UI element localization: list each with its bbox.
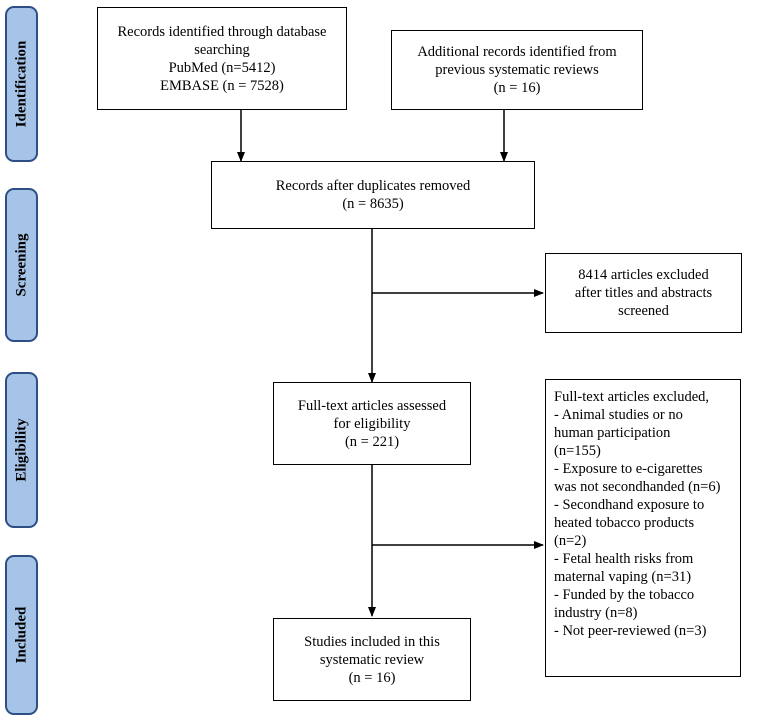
- exclusion-line-12: - Funded by the tobacco: [554, 587, 695, 603]
- exclusion-line-8: heated tobacco products: [554, 515, 695, 531]
- included-studies-line-3: (n = 16): [348, 669, 396, 686]
- excluded-titles-box: 8414 articles excluded after titles and …: [545, 253, 742, 333]
- included-studies-line-1: Studies included in this: [304, 633, 440, 650]
- exclusion-line-13: industry (n=8): [554, 605, 638, 621]
- exclusion-line-5: - Exposure to e-cigarettes: [554, 461, 703, 477]
- additional-records-line-2: previous systematic reviews: [435, 62, 599, 78]
- database-search-box: Records identified through database sear…: [97, 7, 347, 110]
- included-studies-line-2: systematic review: [319, 651, 425, 668]
- exclusion-line-2: - Animal studies or no: [554, 407, 683, 423]
- after-duplicates-line-2: (n = 8635): [342, 196, 404, 212]
- exclusion-line-7: - Secondhand exposure to: [554, 497, 705, 513]
- exclusion-line-10: - Fetal health risks from: [554, 551, 694, 567]
- additional-records-line-1: Additional records identified from: [417, 44, 617, 60]
- exclusion-line-3: human participation: [554, 425, 671, 441]
- phase-included: Included: [5, 555, 38, 715]
- full-text-assessed-line-2: for eligibility: [333, 415, 411, 432]
- additional-records-line-3: (n = 16): [493, 80, 541, 96]
- after-duplicates-line-1: Records after duplicates removed: [275, 178, 471, 194]
- excluded-titles-line-2: after titles and abstracts: [574, 285, 713, 301]
- included-studies-box: Studies included in this systematic revi…: [273, 618, 471, 701]
- database-search-line-4: EMBASE (n = 7528): [160, 77, 284, 94]
- database-search-line-3: PubMed (n=5412): [168, 59, 276, 76]
- phase-identification: Identification: [5, 6, 38, 162]
- exclusion-line-11: maternal vaping (n=31): [554, 569, 692, 585]
- excluded-titles-line-1: 8414 articles excluded: [578, 267, 709, 283]
- excluded-titles-line-3: screened: [618, 303, 669, 319]
- exclusion-line-9: (n=2): [554, 533, 587, 549]
- full-text-excluded-box: Full-text articles excluded, - Animal st…: [545, 379, 741, 677]
- full-text-assessed-line-1: Full-text articles assessed: [297, 397, 447, 414]
- phase-screening: Screening: [5, 188, 38, 342]
- exclusion-line-14: - Not peer-reviewed (n=3): [554, 623, 707, 639]
- database-search-line-1: Records identified through database: [117, 23, 327, 40]
- full-text-assessed-box: Full-text articles assessed for eligibil…: [273, 382, 471, 465]
- after-duplicates-box: Records after duplicates removed (n = 86…: [211, 161, 535, 229]
- additional-records-box: Additional records identified from previ…: [391, 30, 643, 110]
- exclusion-line-1: Full-text articles excluded,: [554, 389, 710, 405]
- exclusion-line-6: was not secondhanded (n=6): [554, 479, 721, 495]
- database-search-line-2: searching: [194, 41, 250, 58]
- phase-eligibility: Eligibility: [5, 372, 38, 528]
- full-text-assessed-line-3: (n = 221): [344, 433, 400, 450]
- exclusion-line-4: (n=155): [554, 443, 601, 459]
